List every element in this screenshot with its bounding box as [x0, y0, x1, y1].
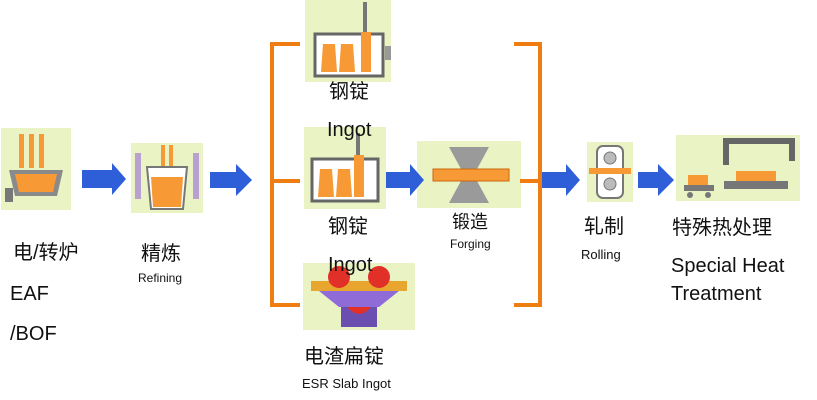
esr-en-label: ESR Slab Ingot [302, 376, 391, 391]
refining-tile [131, 143, 203, 213]
rolling-zh-label: 轧制 [584, 216, 624, 238]
heat-furnace-icon [684, 138, 795, 198]
forging-press-icon [432, 147, 510, 203]
heat-zh-label: 特殊热处理 [672, 217, 772, 239]
rolling-tile [587, 142, 633, 202]
forging-zh-label: 锻造 [452, 212, 488, 232]
esr-zh-label: 电渣扁锭 [304, 346, 384, 368]
arrow-forging-to-rolling [542, 164, 580, 196]
refining-en-label: Refining [138, 271, 183, 285]
ingot-mold-icon [313, 2, 391, 78]
heat-treatment-tile [676, 135, 800, 201]
eaf-furnace-tile [1, 128, 71, 210]
ingot-mid-en-label: Ingot [328, 254, 373, 276]
ladle-icon [135, 145, 199, 210]
arrow-refining-to-casting [210, 164, 252, 196]
refining-zh-label: 精炼 [141, 243, 181, 265]
rolling-mill-icon [589, 145, 631, 199]
forging-tile [417, 141, 521, 208]
heat-en-label-line2: Treatment [671, 283, 762, 305]
eaf-zh-label: 电/转炉 [13, 242, 79, 264]
heat-en-label-line1: Special Heat [671, 255, 785, 277]
arrow-rolling-to-heat [638, 164, 674, 196]
ingot-top-tile [305, 0, 391, 82]
arrow-eaf-to-refining [82, 163, 126, 195]
left-bracket [270, 42, 300, 307]
esr-tile [303, 263, 415, 330]
ingot-mold-icon [310, 133, 380, 203]
ingot-mid-zh-label: 钢锭 [328, 216, 368, 238]
rolling-en-label: Rolling [581, 247, 621, 262]
esr-furnace-icon [311, 266, 407, 327]
arrow-ingot-to-forging [386, 164, 424, 196]
forging-en-label: Forging [450, 237, 491, 251]
right-bracket [514, 42, 542, 307]
eaf-furnace-icon [5, 134, 63, 202]
eaf-en-label: EAF [10, 283, 49, 305]
bof-en-label: /BOF [10, 323, 57, 345]
ingot-mid-tile [304, 127, 386, 209]
ingot-top-en-label: Ingot [327, 119, 372, 141]
ingot-top-zh-label: 钢锭 [329, 81, 369, 103]
